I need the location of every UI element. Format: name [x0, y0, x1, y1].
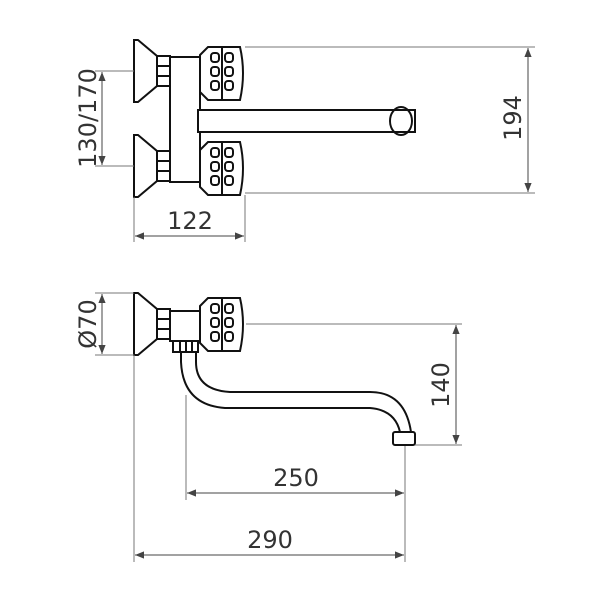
top-view	[133, 39, 416, 198]
aerator	[392, 431, 416, 446]
wall-flange-upper	[133, 39, 171, 103]
handle-upper	[199, 46, 244, 101]
dim-290: 290	[133, 355, 404, 562]
dim-label-194: 194	[499, 95, 527, 141]
handle-side	[199, 297, 244, 352]
dim-label-70: Ø70	[74, 299, 102, 348]
spout-top	[197, 109, 416, 133]
dim-70: Ø70	[74, 292, 134, 356]
dim-label-250: 250	[273, 464, 319, 492]
dim-label-122: 122	[167, 207, 213, 235]
wall-flange-lower	[133, 134, 171, 198]
valve-body	[169, 56, 201, 183]
wall-flange-side	[133, 292, 171, 356]
dim-122: 122	[133, 195, 246, 242]
dim-label-140: 140	[427, 362, 455, 408]
side-view	[133, 292, 416, 446]
dim-130-170: 130/170	[74, 68, 134, 168]
dim-140: 140	[246, 323, 462, 446]
dim-194: 194	[245, 46, 535, 194]
handle-lower	[199, 141, 244, 196]
spout-pipe	[180, 351, 413, 433]
dim-label-130-170: 130/170	[74, 68, 102, 168]
dim-label-290: 290	[247, 526, 293, 554]
valve-body-side	[169, 310, 201, 342]
dim-250: 250	[185, 395, 406, 562]
